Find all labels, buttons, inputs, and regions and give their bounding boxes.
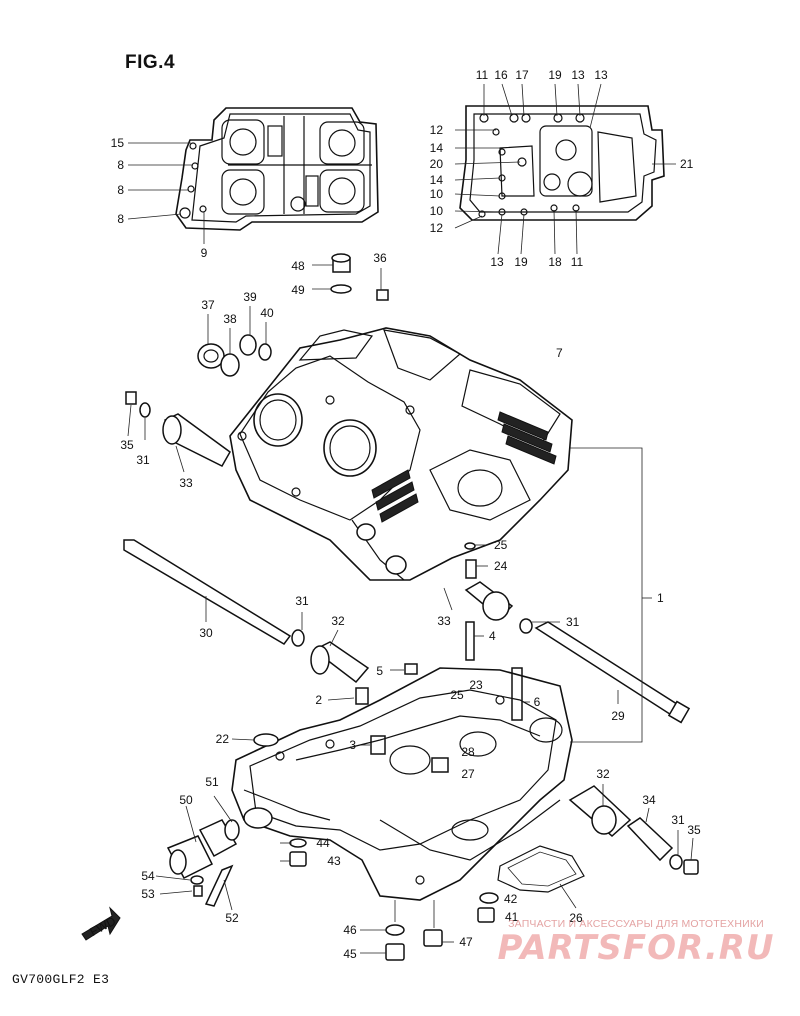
callout-label: 31	[295, 594, 309, 608]
callout-label: 31	[566, 615, 580, 629]
callout-label: 43	[327, 854, 341, 868]
water-outlet-assembly	[155, 795, 240, 911]
callout-label: 27	[461, 767, 475, 781]
callout-label: 28	[461, 745, 475, 759]
callout-label: 29	[611, 709, 625, 723]
callout-label: 20	[430, 157, 444, 171]
callout-label: 34	[642, 793, 656, 807]
callout-label: 14	[430, 141, 444, 155]
callout-label: 33	[179, 476, 193, 490]
oil-filler-plug-set	[312, 253, 389, 301]
inset-left-crankcase	[127, 107, 379, 244]
callout-label: 7	[556, 346, 563, 360]
callout-label: 42	[504, 892, 518, 906]
callout-label: 8	[117, 183, 124, 197]
callout-label: 26	[569, 911, 583, 925]
callout-label: 53	[141, 887, 155, 901]
callout-label: 19	[548, 68, 562, 82]
inset-left-labels: 15 8 8 8 9	[111, 136, 208, 260]
callout-label: 25	[450, 688, 464, 702]
callout-label: 11	[476, 68, 489, 82]
callout-label: 8	[117, 212, 124, 226]
watermark-tagline: ЗАПЧАСТИ И АКСЕССУАРЫ ДЛЯ МОТОТЕХНИКИ	[508, 918, 764, 930]
callout-label: 39	[243, 290, 257, 304]
callout-label: 8	[117, 158, 124, 172]
lower-crankcase	[231, 667, 573, 901]
seals-and-caps-left	[197, 306, 272, 377]
callout-label: 40	[260, 306, 274, 320]
callout-label: 2	[315, 693, 322, 707]
callout-label: 31	[136, 453, 150, 467]
callout-label: 19	[514, 255, 528, 269]
callout-label: 1	[657, 591, 664, 605]
callout-label: 41	[505, 910, 519, 924]
callout-label: 48	[291, 259, 305, 273]
callout-label: 14	[430, 173, 444, 187]
sleeves-and-dowels	[310, 542, 530, 755]
callout-label: 16	[494, 68, 508, 82]
callout-label: 46	[343, 923, 357, 937]
callout-label: 24	[494, 559, 508, 573]
upper-crankcase	[229, 327, 573, 581]
inset-right-crankcase	[454, 83, 676, 255]
inset-right-labels: 11 16 17 19 13 13 12 14 20 14 10 10 12 1…	[430, 68, 694, 269]
model-code: GV700GLF2 E3	[12, 972, 110, 987]
callout-label: 6	[534, 695, 541, 709]
callout-label: 9	[201, 246, 208, 260]
callout-label: 37	[201, 298, 215, 312]
callout-label: 11	[571, 255, 584, 269]
callout-label: 47	[459, 935, 473, 949]
callout-label: 4	[489, 629, 496, 643]
watermark-logo: PARTSFOR.RU	[497, 928, 775, 968]
figure-title: FIG.4	[125, 52, 176, 73]
callout-label: 23	[469, 678, 483, 692]
bearing-sleeve-upper-left	[125, 391, 231, 473]
callout-label: 54	[141, 869, 155, 883]
callout-label: 25	[494, 538, 508, 552]
forward-direction-arrow: FWD	[81, 906, 121, 941]
callout-label: 33	[437, 614, 451, 628]
callout-label: 44	[316, 836, 330, 850]
callout-label: 45	[343, 947, 357, 961]
callout-label: 13	[571, 68, 585, 82]
callout-label: 12	[430, 123, 444, 137]
callout-label: 17	[515, 68, 529, 82]
callout-label: 3	[349, 738, 356, 752]
callout-label: 21	[680, 157, 694, 171]
callout-label: 15	[111, 136, 125, 150]
callout-label: 32	[596, 767, 610, 781]
callout-label: 31	[671, 813, 685, 827]
callout-label: 50	[179, 793, 193, 807]
callout-label: 35	[120, 438, 134, 452]
oil-pan-gasket	[497, 845, 585, 909]
callout-label: 30	[199, 626, 213, 640]
callout-label: 38	[223, 312, 237, 326]
long-stud-bolts	[123, 539, 691, 724]
callout-label: 51	[205, 775, 219, 789]
callout-label: 32	[331, 614, 345, 628]
cylinder-fins	[371, 411, 557, 523]
callout-label: 49	[291, 283, 305, 297]
drain-plugs-and-washers	[280, 838, 499, 961]
right-side-shaft	[568, 784, 699, 875]
callout-label: 10	[430, 204, 444, 218]
callout-label: 18	[548, 255, 562, 269]
callout-label: 52	[225, 911, 239, 925]
assembly-bracket-1	[570, 447, 652, 743]
callout-label: 10	[430, 187, 444, 201]
main-labels: 48 49 36 37 38 39 40 7 35 31 33 25 24 1 …	[120, 251, 701, 961]
callout-label: 13	[490, 255, 504, 269]
callout-label: 12	[430, 221, 444, 235]
watermark: ЗАПЧАСТИ И АКСЕССУАРЫ ДЛЯ МОТОТЕХНИКИ PA…	[486, 918, 786, 965]
callout-label: 36	[373, 251, 387, 265]
callout-label: 35	[687, 823, 701, 837]
callout-label: 13	[594, 68, 608, 82]
callout-label: 22	[216, 732, 230, 746]
callout-label: 5	[376, 664, 383, 678]
